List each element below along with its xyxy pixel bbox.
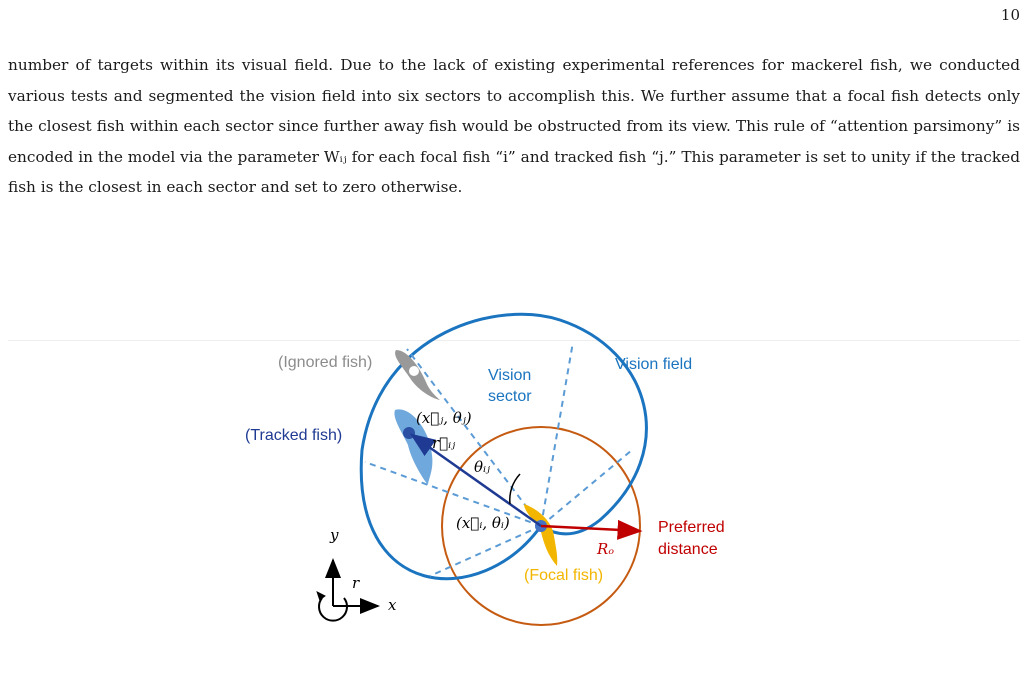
theta-ij-math: θᵢⱼ: [474, 458, 490, 476]
page-number: 10: [1000, 6, 1020, 24]
vision-sector-lines: [364, 341, 633, 577]
preferred-distance-label-line2: distance: [658, 541, 718, 558]
r-ij-math: r⃗ᵢⱼ: [432, 434, 455, 452]
vision-field-label: Vision field: [615, 356, 692, 373]
ignored-fish-label: (Ignored fish): [278, 354, 372, 371]
r-ij-arrow: [409, 433, 542, 528]
focal-fish-shape: [524, 504, 558, 566]
vision-sector-label-line2: sector: [488, 388, 532, 405]
section-divider: [8, 340, 1020, 341]
axis-gizmo: [316, 558, 380, 622]
preferred-distance-label-line1: Preferred: [658, 519, 725, 536]
axis-x-label: x: [388, 596, 397, 614]
body-paragraph: number of targets within its visual fiel…: [8, 56, 1020, 196]
ignored-fish-shape: [395, 350, 440, 400]
focal-position-math: (x⃗ᵢ, θᵢ): [456, 514, 510, 532]
vision-sector-label-line1: Vision: [488, 367, 531, 384]
tracked-fish-label: (Tracked fish): [245, 427, 342, 444]
tracked-position-math: (x⃗ⱼ, θⱼ): [416, 409, 472, 427]
focal-fish-label: (Focal fish): [524, 567, 603, 584]
theta-ij-arc: [509, 473, 521, 505]
vision-field-curve: [359, 312, 648, 581]
r-o-math: Rₒ: [596, 540, 614, 558]
preferred-distance-arrow: [540, 519, 643, 540]
axis-y-label: y: [329, 526, 339, 544]
axis-r-label: r: [352, 574, 360, 592]
